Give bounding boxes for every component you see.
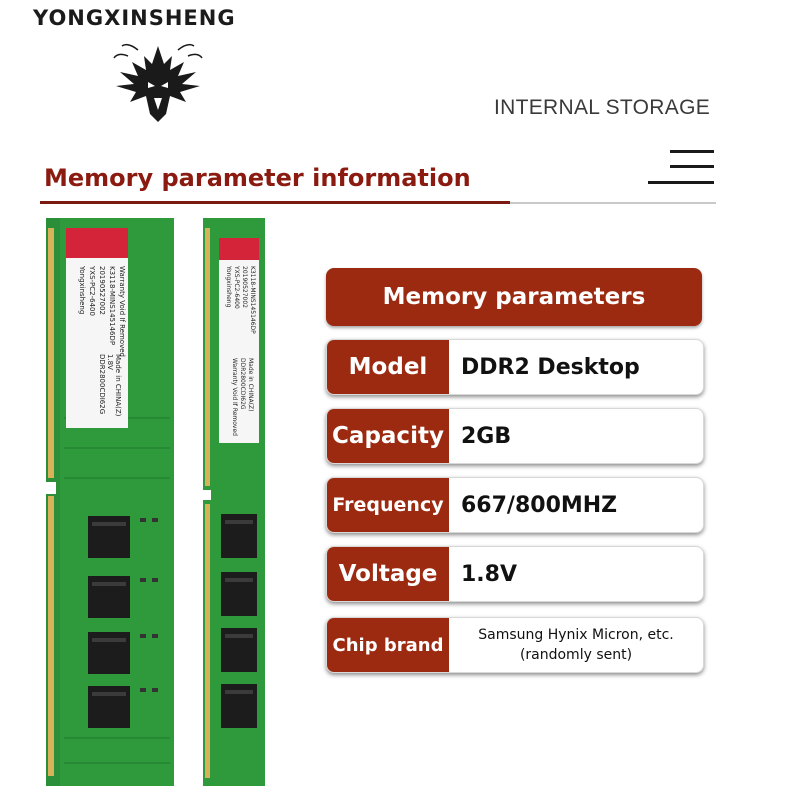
- param-value: 1.8V: [461, 561, 517, 587]
- section-divider-accent: [40, 201, 510, 204]
- side-sticker-line-1: Yongxinsheng: [225, 265, 232, 308]
- param-row-chip-brand: Chip brand Samsung Hynix Micron, etc. (r…: [326, 617, 704, 673]
- side-sticker-line-8: Made in CHINA(Z): [247, 358, 254, 412]
- param-value: 667/800MHZ: [461, 492, 618, 518]
- side-sticker-line-5: Warranty Void If Removed: [231, 358, 238, 436]
- sticker-line-5: Warranty Void If Removed: [118, 266, 126, 357]
- param-label: Chip brand: [327, 618, 449, 672]
- param-value-line-1: Samsung Hynix Micron, etc.: [478, 627, 674, 643]
- sticker-line-6: DDR2800CDI62G: [98, 354, 106, 414]
- sticker-line-4: K3118-MINS145146DP: [108, 266, 116, 345]
- dragon-logo-icon: [113, 43, 203, 122]
- param-row-frequency: Frequency 667/800MHZ: [326, 477, 704, 533]
- param-label: Model: [327, 340, 449, 394]
- sticker-line-2: YXS-PC2-6400: [88, 265, 96, 316]
- param-row-voltage: Voltage 1.8V: [326, 546, 704, 602]
- param-row-capacity: Capacity 2GB: [326, 408, 704, 464]
- param-value: 2GB: [461, 423, 512, 449]
- hamburger-menu-icon: [648, 150, 714, 184]
- side-sticker-line-6: DDR2800CDI62G: [239, 358, 246, 410]
- side-sticker-line-3: 20190527002: [241, 266, 248, 308]
- sticker-line-3: 20190527002: [98, 266, 106, 315]
- sticker-line-1: Yongxinsheng: [78, 265, 86, 314]
- params-header: Memory parameters: [326, 268, 702, 326]
- param-label: Capacity: [327, 409, 449, 463]
- param-value: Samsung Hynix Micron, etc. (randomly sen…: [449, 618, 703, 672]
- category-label: INTERNAL STORAGE: [494, 96, 711, 119]
- sticker-line-7: 1.8V: [106, 354, 114, 370]
- section-title: Memory parameter information: [44, 164, 471, 192]
- param-value: DDR2 Desktop: [461, 354, 640, 380]
- side-sticker-line-4: K3118-MINS145146DP: [249, 266, 256, 334]
- param-label: Frequency: [327, 478, 449, 532]
- ram-stick-side: Yongxinsheng YXS-PC2-6400 20190527002 K3…: [203, 218, 265, 786]
- sticker-line-8: Made in CHINA(Z): [114, 354, 122, 417]
- param-label: Voltage: [327, 547, 449, 601]
- param-row-model: Model DDR2 Desktop: [326, 339, 704, 395]
- ram-stick-front: Yongxinsheng YXS-PC2-6400 20190527002 K3…: [46, 218, 174, 786]
- param-value-line-2: (randomly sent): [519, 647, 633, 663]
- side-sticker-line-2: YXS-PC2-6400: [233, 265, 240, 309]
- brand-name: YONGXINSHENG: [33, 6, 236, 30]
